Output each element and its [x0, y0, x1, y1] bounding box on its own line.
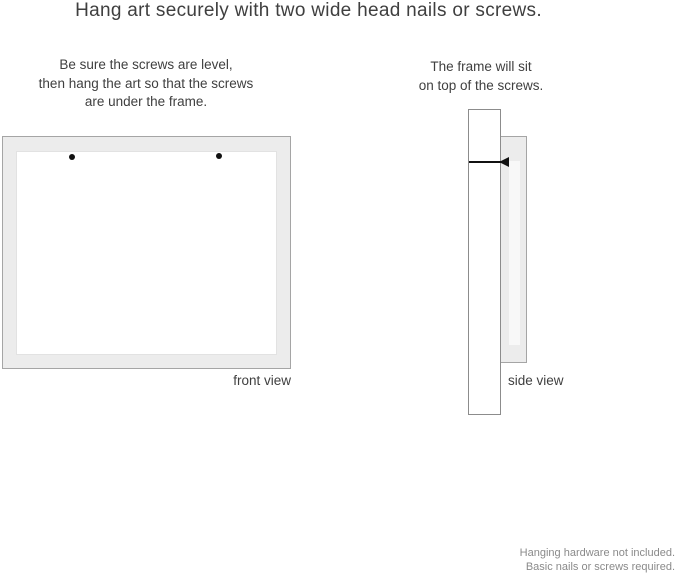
hardware-footnote: Hanging hardware not included. Basic nai… [520, 547, 675, 574]
instruction-line: then hang the art so that the screws [38, 75, 254, 91]
side-view-instructions: The frame will sit on top of the screws. [381, 58, 581, 95]
front-view-label: front view [233, 373, 291, 388]
instruction-line: on top of the screws. [418, 77, 544, 93]
page-title: Hang art securely with two wide head nai… [75, 0, 542, 21]
front-view-instructions: Be sure the screws are level, then hang … [0, 56, 292, 112]
footnote-line: Hanging hardware not included. [519, 547, 675, 559]
nail-shaft [469, 161, 507, 163]
side-view-frame [499, 136, 527, 363]
side-view-board [468, 109, 501, 415]
side-view-mat [509, 161, 520, 345]
nail-head-dot-right [216, 153, 222, 159]
nail-head-dot-left [69, 154, 75, 160]
instruction-line: are under the frame. [84, 94, 208, 109]
instruction-line: Be sure the screws are level, [59, 57, 233, 72]
footnote-line: Basic nails or screws required. [525, 560, 675, 573]
front-view-frame [2, 136, 291, 369]
side-view-label: side view [508, 373, 564, 388]
instruction-line: The frame will sit [430, 59, 532, 74]
front-view-mat [16, 151, 277, 355]
nail-head-icon [499, 157, 509, 167]
